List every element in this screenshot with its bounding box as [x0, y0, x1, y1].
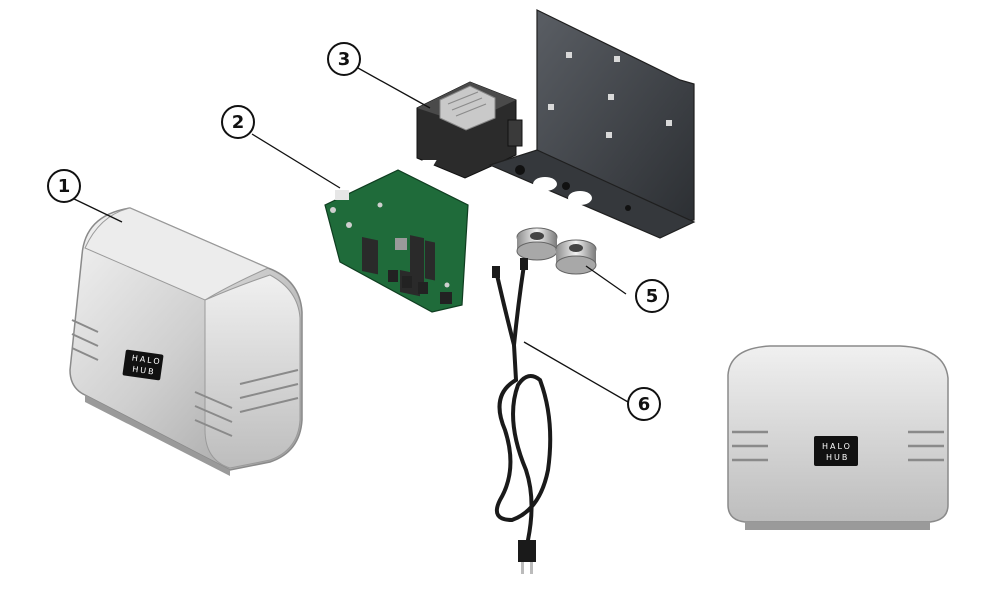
- power-cable: [492, 258, 553, 574]
- callout-6: 6: [627, 387, 661, 421]
- callout-2-label: 2: [232, 112, 245, 133]
- leader-lines: [69, 67, 629, 403]
- callout-5-label: 5: [646, 286, 659, 307]
- gland-1: [516, 227, 558, 261]
- callout-1-label: 1: [58, 176, 71, 197]
- callout-6-label: 6: [638, 394, 651, 415]
- brand-line2: HUB: [132, 365, 156, 377]
- housing-front-view: HALO HUB: [727, 345, 949, 530]
- brand-line2-right: HUB: [826, 453, 849, 462]
- callout-1: 1: [47, 169, 81, 203]
- callout-3: 3: [327, 42, 361, 76]
- brand-badge-right: HALO HUB: [814, 436, 858, 466]
- housing-isometric: HALO HUB: [69, 207, 303, 476]
- gland-2: [555, 239, 597, 275]
- transformer: [416, 81, 523, 179]
- brand-line1-right: HALO: [822, 442, 852, 451]
- brand-badge-left: HALO HUB: [122, 349, 164, 381]
- callout-2: 2: [221, 105, 255, 139]
- brand-line1: HALO: [131, 353, 162, 366]
- pcb-board: [324, 169, 469, 313]
- mounting-bracket: [419, 9, 696, 239]
- cable-glands: [516, 227, 597, 275]
- callout-5: 5: [635, 279, 669, 313]
- callout-3-label: 3: [338, 49, 351, 70]
